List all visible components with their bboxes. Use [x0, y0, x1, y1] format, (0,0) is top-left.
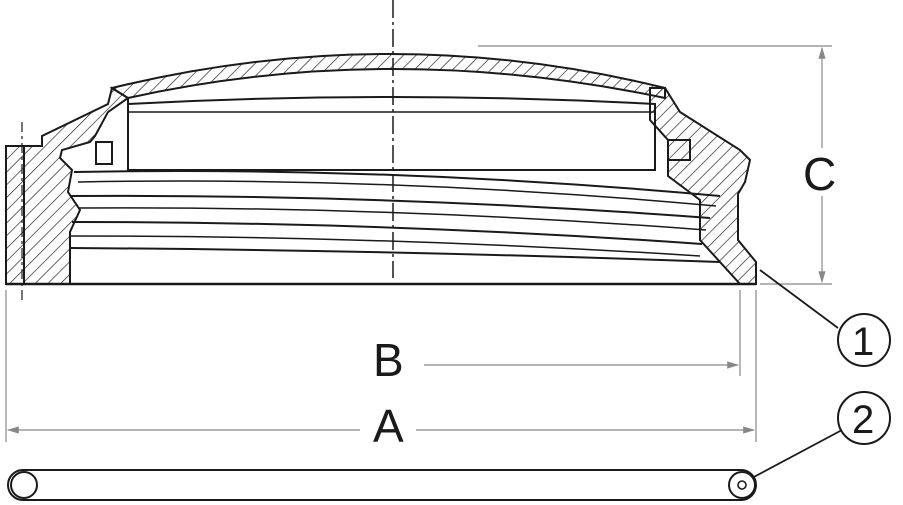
- cavity-lines: [6, 96, 756, 286]
- dimension-a: A: [6, 400, 756, 452]
- extension-lines: [5, 45, 832, 442]
- dimension-b: B: [373, 334, 740, 386]
- dimension-c: C: [803, 46, 836, 284]
- dimension-b-label: B: [373, 334, 404, 386]
- callout-2: 2: [751, 391, 891, 479]
- callout-1: 1: [759, 269, 891, 367]
- left-skirt: [23, 86, 130, 285]
- callout-2-number: 2: [852, 398, 874, 442]
- dimension-a-label: A: [373, 400, 404, 452]
- left-flange: [5, 145, 25, 285]
- cap-section: [5, 53, 757, 285]
- dimension-c-label: C: [803, 148, 836, 200]
- callout-1-number: 1: [852, 320, 874, 364]
- right-skirt: [649, 87, 757, 285]
- gasket: [7, 469, 757, 501]
- dome-wall: [109, 53, 666, 100]
